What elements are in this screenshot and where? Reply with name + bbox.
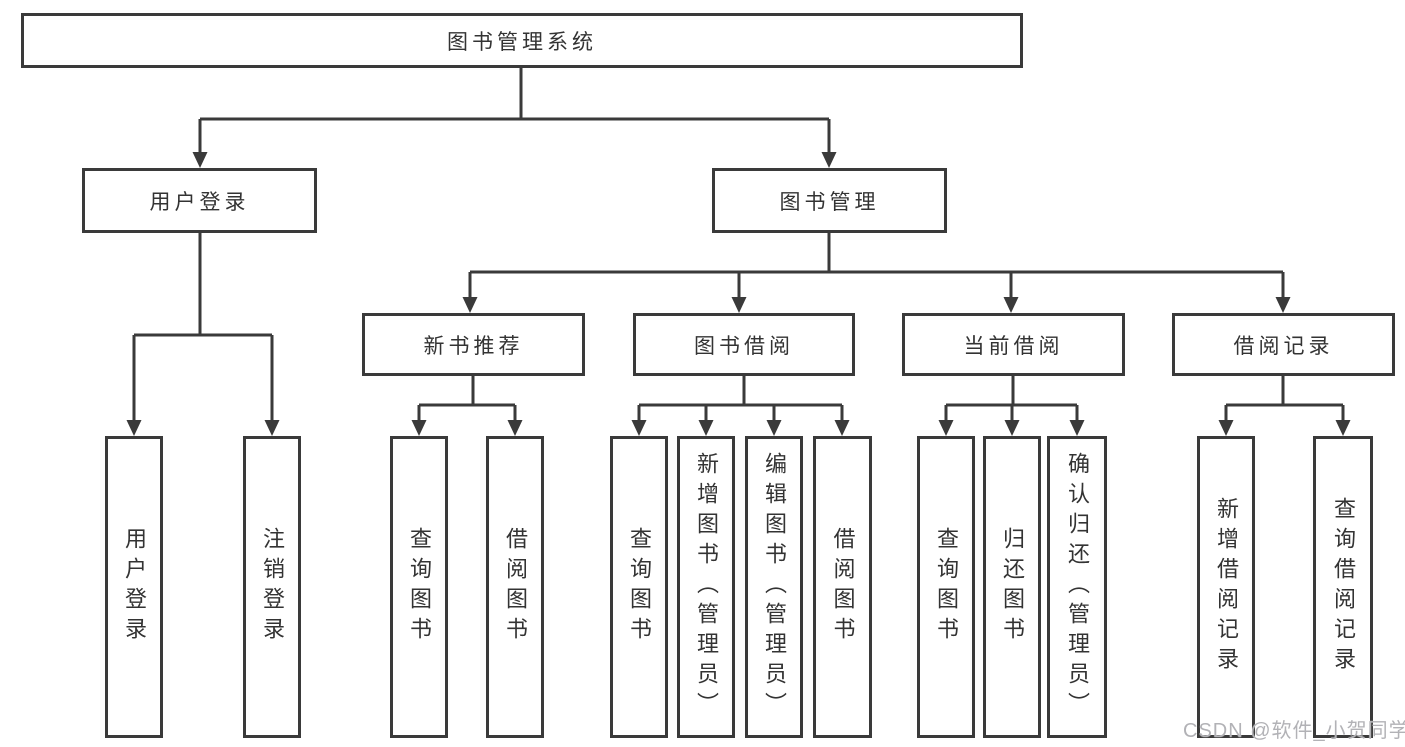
node-book-borrow: 图书借阅 (633, 313, 855, 376)
leaf-borrow-borrow: 借阅图书 (813, 436, 872, 738)
leaf-logout: 注销登录 (243, 436, 301, 738)
leaf-current-confirm: 确认归还（管理员） (1047, 436, 1107, 738)
node-book-mgmt: 图书管理 (712, 168, 947, 233)
node-root: 图书管理系统 (21, 13, 1023, 68)
leaf-borrow-add: 新增图书（管理员） (677, 436, 735, 738)
csdn-watermark: CSDN @软件_小贺同学 (1183, 720, 1405, 742)
leaf-borrow-query: 查询图书 (610, 436, 668, 738)
leaf-current-return: 归还图书 (983, 436, 1041, 738)
node-new-book: 新书推荐 (362, 313, 585, 376)
connector-bookborrow-to-leaves (637, 376, 844, 420)
leaf-newbook-borrow: 借阅图书 (486, 436, 544, 738)
leaf-user-login: 用户登录 (105, 436, 163, 738)
connector-currentborrow-to-leaves (944, 376, 1079, 420)
connector-root-to-level2 (198, 68, 831, 152)
node-borrow-records: 借阅记录 (1172, 313, 1395, 376)
leaf-records-add: 新增借阅记录 (1197, 436, 1255, 738)
leaf-newbook-query: 查询图书 (390, 436, 448, 738)
connector-bookmgmt-to-level3 (468, 233, 1285, 297)
leaf-records-query: 查询借阅记录 (1313, 436, 1373, 738)
leaf-current-query: 查询图书 (917, 436, 975, 738)
node-current-borrow: 当前借阅 (902, 313, 1125, 376)
leaf-borrow-edit: 编辑图书（管理员） (745, 436, 803, 738)
connector-newbook-to-leaves (417, 376, 517, 420)
connector-records-to-leaves (1224, 376, 1345, 420)
node-user-login: 用户登录 (82, 168, 317, 233)
connector-userlogin-to-leaves (132, 233, 274, 420)
